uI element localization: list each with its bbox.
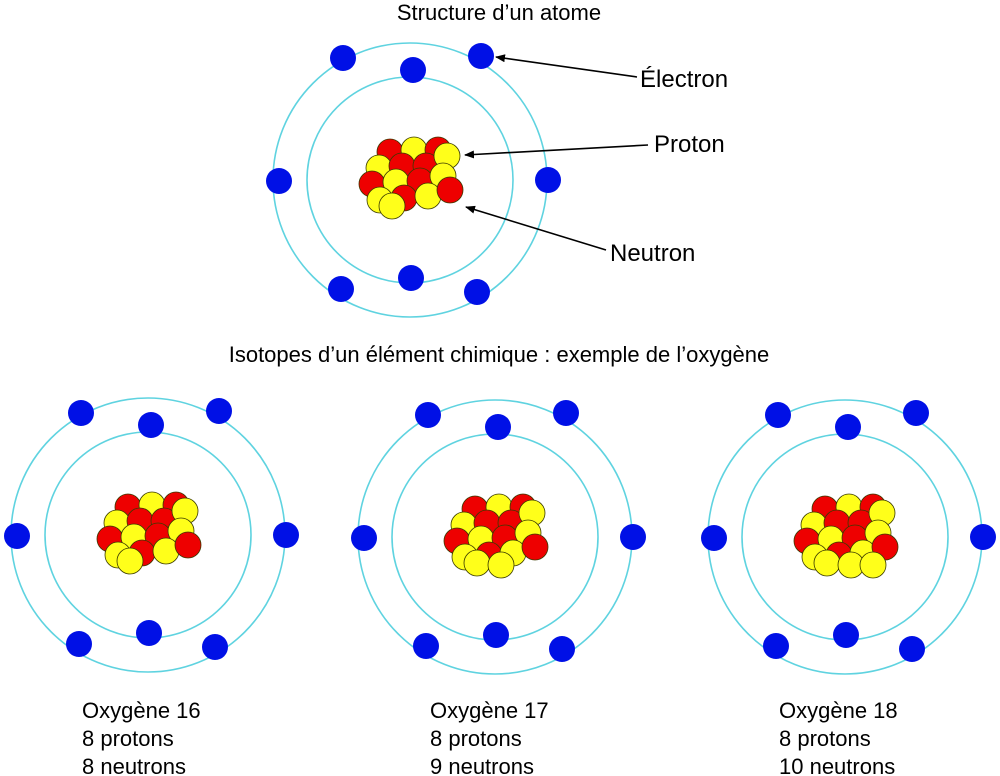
electron-dot bbox=[899, 636, 925, 662]
isotope-name: Oxygène 17 bbox=[430, 698, 549, 723]
main-title: Structure d’un atome bbox=[397, 0, 601, 25]
nucleus bbox=[793, 493, 899, 579]
electron-dot bbox=[549, 636, 575, 662]
isotope-protons: 8 protons bbox=[82, 726, 174, 751]
electron-dot bbox=[273, 522, 299, 548]
isotope-caption-oxygen-17: Oxygène 17 8 protons 9 neutrons bbox=[430, 698, 549, 776]
electron-dot bbox=[763, 633, 789, 659]
neutron-particle bbox=[463, 549, 491, 577]
electron-dot bbox=[765, 402, 791, 428]
isotope-protons: 8 protons bbox=[430, 726, 522, 751]
electron-dot bbox=[483, 622, 509, 648]
isotope-atom-oxygen-18 bbox=[701, 399, 996, 675]
label-electron: Électron bbox=[495, 54, 728, 93]
electron-dot bbox=[415, 402, 441, 428]
label-neutron: Neutron bbox=[465, 205, 695, 267]
label-proton: Proton bbox=[464, 131, 725, 159]
isotope-neutrons: 10 neutrons bbox=[779, 754, 895, 776]
nucleus bbox=[443, 493, 549, 579]
electron-dot bbox=[68, 400, 94, 426]
electron-dot bbox=[468, 43, 494, 69]
isotopes-subtitle: Isotopes d’un élément chimique : exemple… bbox=[229, 342, 770, 367]
neutron-label: Neutron bbox=[610, 240, 695, 267]
proton-particle bbox=[436, 176, 464, 204]
electron-dot bbox=[66, 631, 92, 657]
electron-dot bbox=[138, 412, 164, 438]
electron-dot bbox=[833, 622, 859, 648]
isotope-protons: 8 protons bbox=[779, 726, 871, 751]
electron-dot bbox=[206, 398, 232, 424]
isotope-caption-oxygen-16: Oxygène 16 8 protons 8 neutrons bbox=[82, 698, 201, 776]
neutron-particle bbox=[813, 549, 841, 577]
electron-dot bbox=[835, 414, 861, 440]
proton-arrow bbox=[464, 144, 649, 159]
electron-arrow bbox=[495, 54, 638, 78]
electron-dot bbox=[970, 524, 996, 550]
isotope-name: Oxygène 18 bbox=[779, 698, 898, 723]
isotope-caption-oxygen-18: Oxygène 18 8 protons 10 neutrons bbox=[779, 698, 898, 776]
isotope-name: Oxygène 16 bbox=[82, 698, 201, 723]
electron-dot bbox=[202, 634, 228, 660]
electron-dot bbox=[903, 400, 929, 426]
electron-dot bbox=[485, 414, 511, 440]
electron-dot bbox=[701, 525, 727, 551]
isotope-neutrons: 9 neutrons bbox=[430, 754, 534, 776]
electron-dot bbox=[413, 633, 439, 659]
proton-particle bbox=[174, 531, 202, 559]
isotope-neutrons: 8 neutrons bbox=[82, 754, 186, 776]
electron-dot bbox=[398, 265, 424, 291]
electron-label: Électron bbox=[640, 66, 728, 93]
electron-dot bbox=[330, 45, 356, 71]
nucleus bbox=[358, 136, 464, 220]
electron-dot bbox=[328, 276, 354, 302]
neutron-arrow bbox=[465, 205, 607, 251]
electron-dot bbox=[553, 400, 579, 426]
electron-dot bbox=[464, 279, 490, 305]
proton-label: Proton bbox=[654, 131, 725, 158]
electron-dot bbox=[266, 168, 292, 194]
proton-particle bbox=[521, 533, 549, 561]
isotope-atom-oxygen-17 bbox=[351, 399, 646, 675]
nucleus bbox=[96, 491, 202, 575]
neutron-particle bbox=[859, 551, 887, 579]
neutron-particle bbox=[487, 551, 515, 579]
neutron-particle bbox=[116, 547, 144, 575]
electron-dot bbox=[351, 525, 377, 551]
neutron-particle bbox=[378, 192, 406, 220]
main-atom bbox=[266, 42, 561, 318]
electron-dot bbox=[620, 524, 646, 550]
isotope-atom-oxygen-16 bbox=[4, 397, 299, 673]
electron-dot bbox=[400, 57, 426, 83]
electron-dot bbox=[136, 620, 162, 646]
electron-dot bbox=[535, 167, 561, 193]
electron-dot bbox=[4, 523, 30, 549]
